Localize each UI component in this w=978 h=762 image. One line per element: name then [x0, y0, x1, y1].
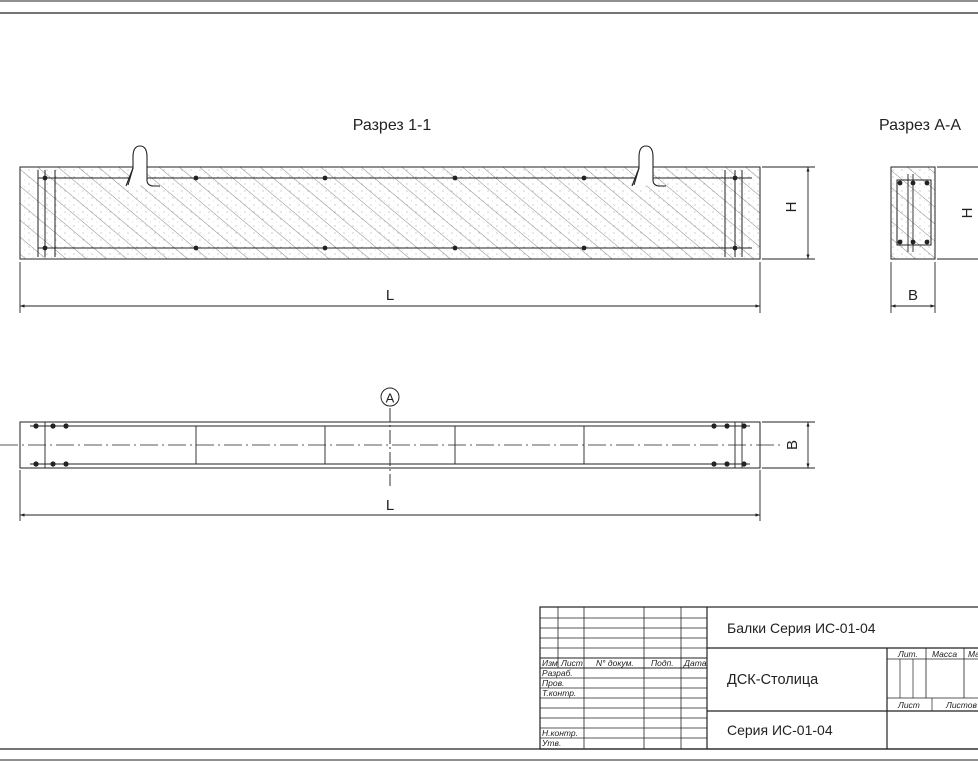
- lifting-loop-right: [631, 145, 666, 187]
- row-nkontr: Н.контр.: [542, 728, 578, 738]
- dimension-width-label-2: B: [784, 440, 801, 450]
- col-date: Дата: [683, 658, 707, 668]
- dimension-height-1: [762, 166, 815, 260]
- title-series: Серия ИС-01-04: [727, 722, 833, 738]
- col-sign: Подп.: [651, 658, 674, 668]
- row-prov: Пров.: [542, 678, 564, 688]
- col-sheet: Лист: [897, 700, 920, 710]
- col-masshtab: Ма: [968, 649, 978, 659]
- lifting-loop-left: [125, 145, 160, 187]
- col-doc: N° докум.: [596, 658, 634, 668]
- title-organization: ДСК-Столица: [727, 672, 819, 688]
- dimension-length-label-1: L: [386, 287, 394, 304]
- title-product-name: Балки Серия ИС-01-04: [727, 620, 876, 636]
- dimension-width-2: [762, 421, 815, 469]
- dimension-height-label-2: H: [959, 208, 976, 219]
- col-izm: Изм: [542, 658, 558, 668]
- row-tkontr: Т.контр.: [542, 688, 576, 698]
- section-1-1-title: Разрез 1-1: [353, 117, 432, 134]
- section-marker-a-label: А: [386, 391, 395, 406]
- dimension-width-label-1: B: [908, 287, 918, 304]
- dimension-height-2: [937, 166, 978, 260]
- row-razrab: Разраб.: [542, 668, 573, 678]
- plan-rebar-dots: [33, 423, 747, 467]
- dimension-length-label-2: L: [386, 497, 394, 514]
- beam-cross-section: [890, 166, 936, 260]
- section-marker-a: А: [380, 387, 400, 486]
- title-block: [539, 606, 978, 750]
- section-a-a-title: Разрез А-А: [879, 117, 961, 134]
- dimension-width-1: [890, 262, 936, 313]
- dimension-height-label-1: H: [783, 202, 800, 213]
- dimension-length-2: [19, 470, 761, 521]
- row-utv: Утв.: [541, 738, 561, 748]
- beam-plan-view: [0, 421, 783, 469]
- col-lit: Лит.: [897, 649, 918, 659]
- dimension-length-1: [19, 262, 761, 313]
- col-massa: Масса: [932, 649, 957, 659]
- col-sheets: Листов: [945, 700, 978, 710]
- col-list: Лист: [560, 658, 583, 668]
